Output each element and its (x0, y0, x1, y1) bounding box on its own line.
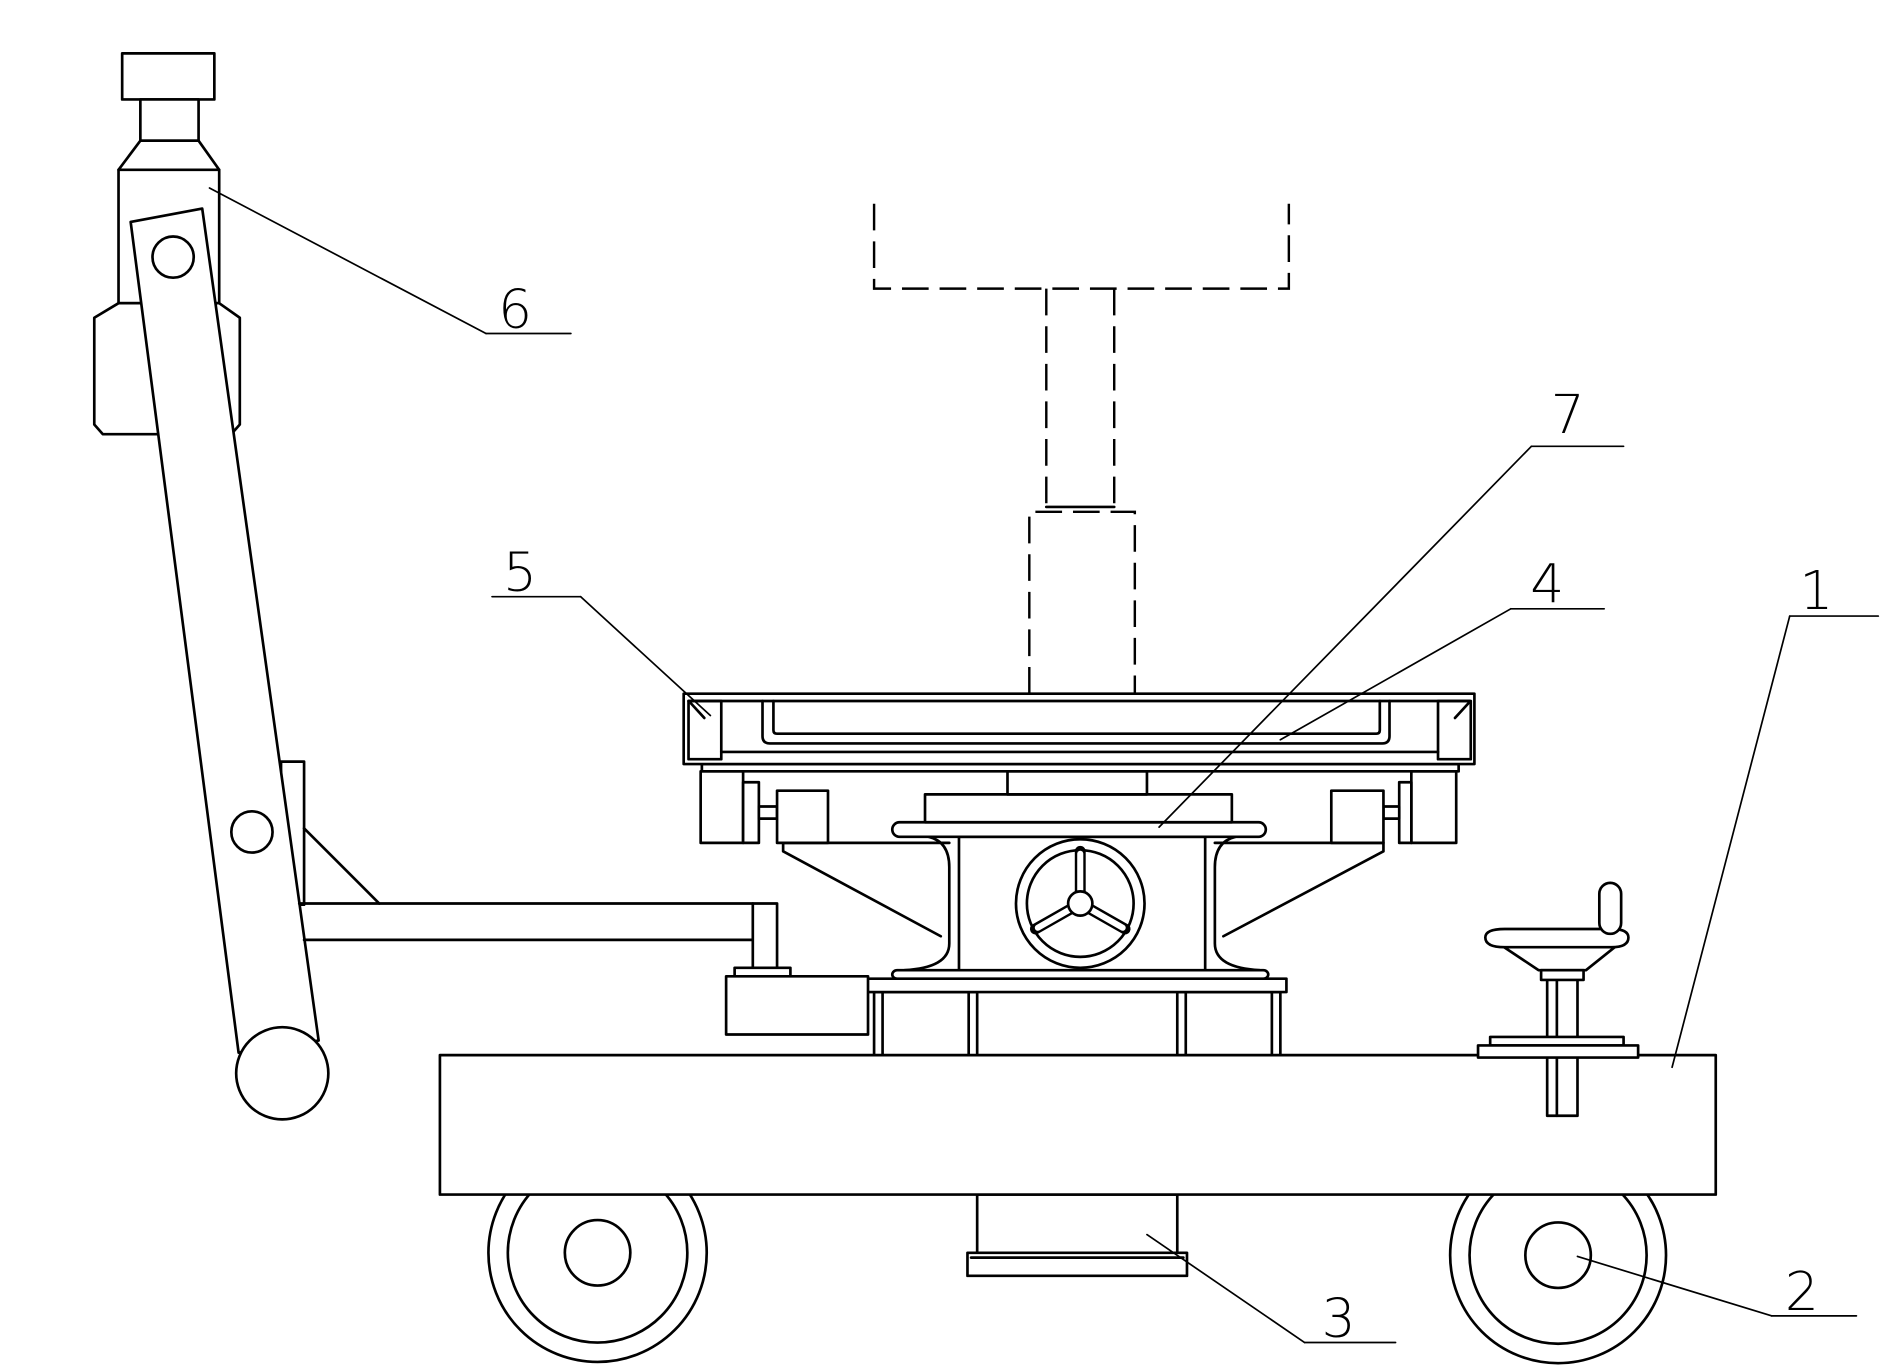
guide-block-left-chamfer (689, 702, 706, 720)
base-plate (864, 977, 1288, 994)
phantom-load-outline (872, 203, 1291, 694)
crank-base-plate-lower (1476, 1044, 1640, 1059)
leader-1 (1671, 615, 1791, 1069)
arm-head-neck (139, 98, 200, 143)
web-left (903, 835, 951, 972)
label-part-2: 2 (1785, 1260, 1819, 1323)
side-support-left (699, 769, 745, 845)
side-support-right (1410, 769, 1458, 845)
label-part-3: 3 (1322, 1286, 1356, 1349)
leader-2 (1576, 1255, 1773, 1317)
tray-channel-outer (761, 699, 1391, 745)
wheel-left (487, 1142, 709, 1364)
crank-wheel-hub (1539, 968, 1585, 982)
housing-handwheel[interactable] (1014, 837, 1146, 970)
slide-block-left (775, 789, 830, 845)
axle-left (757, 805, 779, 820)
bracket-right (1213, 841, 1385, 938)
wheel-right-hub (1524, 1221, 1593, 1290)
part-labels: 6 7 5 4 1 2 3 (208, 187, 1880, 1349)
crank-wheel-disc (1483, 927, 1630, 949)
arm-pivot-lower (229, 810, 274, 854)
crank-handle-knob[interactable] (1597, 881, 1623, 936)
arm-base-block (724, 974, 870, 1036)
turntable-flange (890, 820, 1268, 839)
leader-7 (1158, 445, 1533, 828)
label-part-1: 1 (1799, 559, 1833, 622)
arm-bottom-roller (234, 1025, 330, 1121)
guide-block-left (687, 699, 723, 761)
arm-brace (302, 826, 381, 905)
turntable-plate (923, 793, 1234, 824)
leader-6 (208, 187, 487, 335)
leader-3 (1146, 1233, 1306, 1344)
handwheel-hub (1066, 890, 1094, 917)
table-top-frame (682, 692, 1476, 766)
roller-right (1397, 780, 1413, 845)
cart-body (438, 1053, 1718, 1196)
crank-wheel-cone (1500, 944, 1618, 972)
bracket-left (781, 841, 951, 938)
label-part-7: 7 (1551, 383, 1585, 446)
slide-block-right (1329, 789, 1385, 845)
web-right (1213, 835, 1262, 972)
wheel-right (1448, 1145, 1668, 1365)
crank-assembly[interactable] (1476, 881, 1640, 1118)
arm-head-shoulder (117, 139, 221, 172)
leader-5 (579, 595, 712, 717)
support-foot-plate (966, 1251, 1189, 1278)
leader-4 (1279, 607, 1512, 741)
guide-block-right-chamfer (1453, 702, 1470, 720)
phantom-top-frame (872, 203, 1291, 290)
arm-inclined-bar (129, 207, 320, 1055)
table-assembly (682, 692, 1476, 1057)
tray-channel-inner (772, 699, 1382, 736)
center-hub-top (1006, 769, 1149, 796)
wheel-left-hub (563, 1218, 632, 1287)
base-block-left (872, 990, 979, 1057)
arm-pivot-upper (151, 235, 196, 280)
base-block-right (1175, 990, 1282, 1057)
roller-left (741, 780, 761, 845)
phantom-lower-stem (1028, 510, 1137, 694)
label-part-6: 6 (498, 277, 532, 340)
axle-right (1382, 805, 1401, 820)
arm-head-cap (120, 52, 216, 101)
guide-block-right (1436, 699, 1473, 761)
label-part-5: 5 (503, 541, 537, 604)
arm-beam-end-post (751, 902, 779, 970)
label-part-4: 4 (1530, 553, 1564, 616)
support-foot-body (975, 1193, 1179, 1255)
support-foot (966, 1193, 1189, 1278)
lifting-arm (92, 52, 870, 1121)
